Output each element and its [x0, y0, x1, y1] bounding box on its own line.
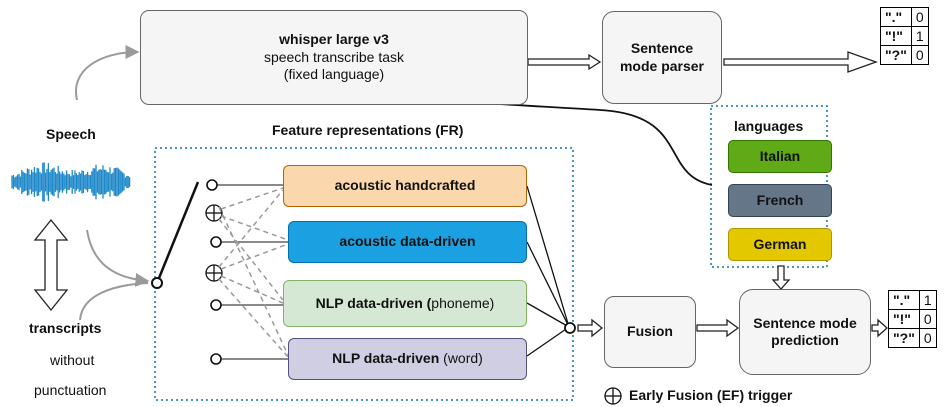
fr-title: Feature representations (FR) — [272, 122, 464, 138]
whisper-title: whisper large v3 — [279, 31, 389, 48]
transcripts-to-switch-arrow — [79, 282, 149, 321]
parser-output-value: 0 — [910, 45, 929, 65]
acoustic-data-driven-label: acoustic data-driven — [339, 233, 476, 250]
prediction-output-row: "!"0 — [888, 309, 937, 329]
prediction-output-value: 0 — [918, 309, 937, 329]
speech-label: Speech — [46, 126, 96, 142]
speech-to-whisper-arrow — [74, 45, 140, 101]
prediction-output-key: "?" — [888, 328, 920, 348]
parser-output-row: "?"0 — [880, 45, 929, 65]
input-terminals — [206, 179, 288, 365]
speech-transcripts-bidirectional-arrow — [33, 218, 69, 312]
parser-output-key: "." — [880, 7, 912, 27]
parser-output-key: "?" — [880, 45, 912, 65]
prediction-output-row: "."1 — [888, 290, 937, 310]
whisper-model-box: whisper large v3 speech transcribe task … — [140, 10, 528, 105]
early-fusion-symbol-lower — [205, 264, 223, 282]
nlp-word-label-bold: NLP data-driven — [332, 350, 444, 367]
nlp-word-box: NLP data-driven (word) — [288, 338, 527, 380]
parser-output-row: "."0 — [880, 7, 929, 27]
early-fusion-dashed-links — [218, 187, 289, 358]
transcripts-label: transcripts — [29, 320, 102, 336]
fusion-label: Fusion — [627, 323, 673, 340]
speech-waveform-icon — [11, 162, 131, 202]
prediction-output-value: 1 — [918, 290, 937, 310]
prediction-output-value: 0 — [918, 328, 937, 348]
parser-output-value: 0 — [910, 7, 929, 27]
legend-early-fusion-icon — [604, 387, 622, 405]
parser-output-row: "!"1 — [880, 26, 929, 46]
prediction-output-table: "."1"!"0"?"0 — [888, 290, 937, 348]
switch-lever — [155, 181, 200, 284]
block-arrows — [527, 51, 888, 338]
parser-output-value: 1 — [910, 26, 929, 46]
acoustic-data-driven-box: acoustic data-driven — [288, 221, 527, 263]
fr-merge-node — [564, 322, 576, 334]
transcripts-subtitle-1: without — [50, 352, 95, 368]
prediction-output-key: "!" — [888, 309, 920, 329]
parser-output-key: "!" — [880, 26, 912, 46]
prediction-output-row: "?"0 — [888, 328, 937, 348]
fusion-box: Fusion — [604, 296, 696, 368]
language-german: German — [728, 228, 832, 261]
fr-output-lines — [526, 185, 570, 357]
language-french-label: French — [756, 191, 804, 208]
legend-text: Early Fusion (EF) trigger — [629, 387, 793, 403]
parser-output-table: "."0"!"1"?"0 — [880, 7, 929, 65]
prediction-output-key: "." — [888, 290, 920, 310]
language-german-label: German — [753, 235, 807, 252]
transcripts-subtitle-2: punctuation — [34, 382, 107, 398]
acoustic-handcrafted-box: acoustic handcrafted — [283, 165, 527, 207]
sentence-mode-prediction-box: Sentence mode prediction — [739, 289, 871, 375]
parser-label: Sentence mode parser — [619, 40, 705, 74]
nlp-phoneme-label-bold: NLP data-driven ( — [315, 294, 432, 311]
languages-title: languages — [734, 118, 804, 134]
switch-pivot — [151, 277, 163, 289]
speech-to-switch-arrow — [86, 229, 150, 287]
early-fusion-symbol-upper — [205, 204, 223, 222]
nlp-phoneme-box: NLP data-driven (phoneme) — [283, 280, 527, 327]
acoustic-handcrafted-label: acoustic handcrafted — [334, 177, 476, 194]
nlp-phoneme-label: NLP data-driven (phoneme) — [316, 295, 495, 313]
whisper-task: speech transcribe task — [263, 48, 405, 65]
sentence-mode-parser-box: Sentence mode parser — [602, 11, 722, 104]
prediction-label: Sentence mode prediction — [753, 314, 857, 349]
nlp-word-label-normal: (word) — [443, 350, 483, 367]
nlp-word-label: NLP data-driven (word) — [332, 350, 483, 368]
language-italian-label: Italian — [759, 147, 801, 164]
nlp-phoneme-label-normal: phoneme) — [431, 294, 495, 311]
language-italian: Italian — [728, 140, 832, 173]
language-french: French — [728, 184, 832, 217]
whisper-language-note: (fixed language) — [283, 66, 385, 83]
